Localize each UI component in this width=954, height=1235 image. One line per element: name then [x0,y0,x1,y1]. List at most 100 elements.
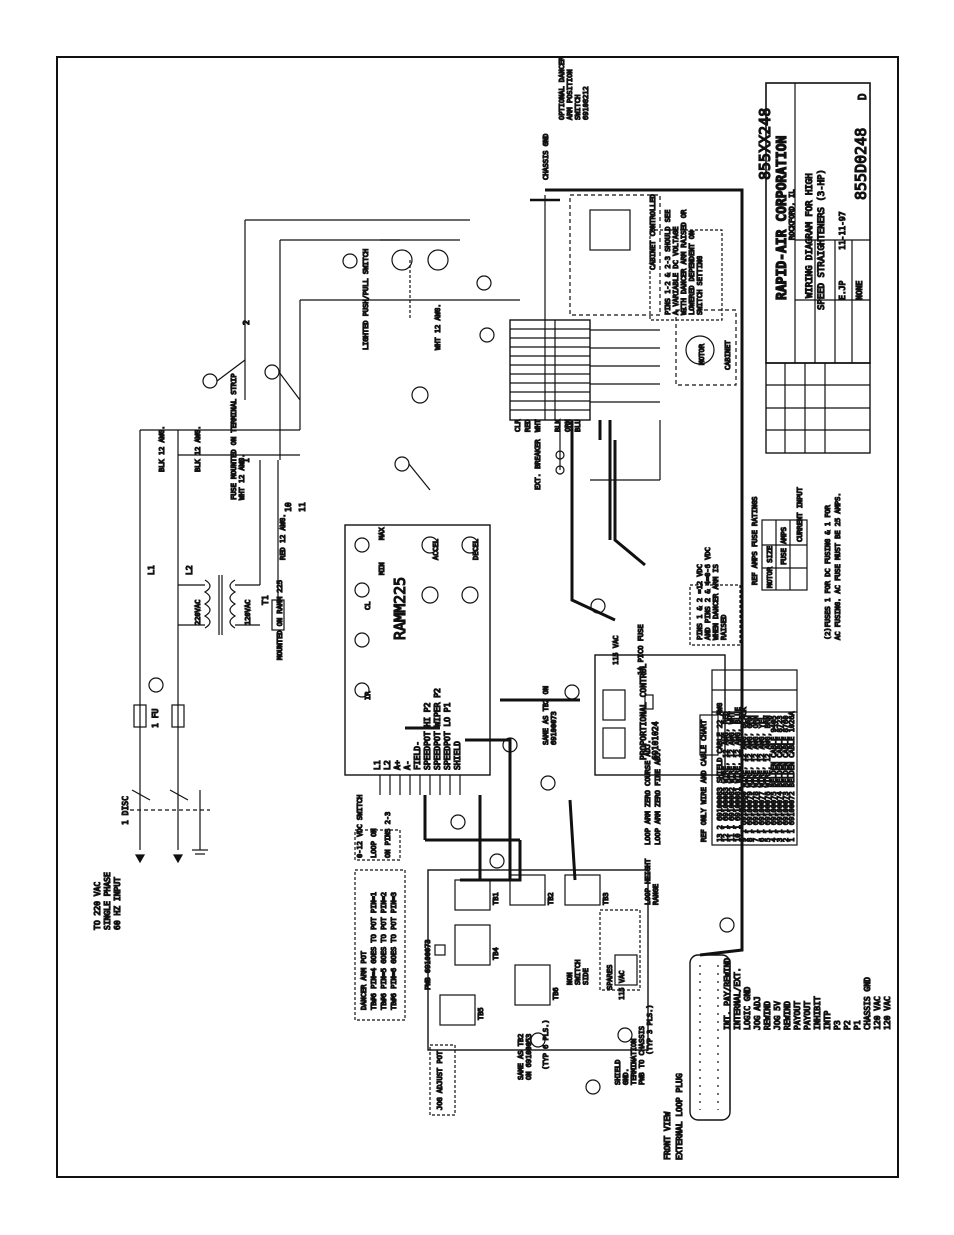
fuse-header-amps: FUSE AMPS [780,527,788,565]
pot-min: MIN [378,562,386,575]
plug-external: EXTERNAL LOOP PLUG [675,1073,684,1160]
tb-label-1: TB1 [492,892,500,905]
dancer-pot-1: DANCER ARM POT [360,950,368,1010]
wire-number-1: 1 [242,458,251,463]
loop-vac: 115 VAC [618,970,626,1000]
spares-label: SPARES [606,965,614,990]
line-l1: L1 [147,565,156,575]
plug-front-view: FRONT VIEW [663,1112,672,1160]
date: 11-11-97 [838,211,847,250]
title-block: RAPID-AIR CORPORATION ROCKFORD, IL WIRIN… [755,82,871,454]
title-line-1: WIRING DIAGRAM FOR HIGH [805,173,815,298]
plug-pin-6: JOG 5V [773,1001,782,1030]
prop-note-3: WHEN DANCER ARM IS [712,564,720,640]
mounted-note: MOUNTED ON RAMM 225 [276,580,284,660]
motor-label: MOTOR [698,343,706,365]
pot-max: MAX [378,527,386,540]
wire-chart-row: 2 1 69100073 BELDEN CABLE 8760 [782,716,790,842]
title-line-2: SPEED STRAIGHTENERS (3-HP) [817,169,827,310]
pot-decel: DECEL [472,539,480,560]
wire-chart-row: 13 2 69100083 SHIELD CABLE 22 AWG [716,703,724,842]
plug-pin-13: P2 [843,1020,852,1030]
plug-pin-4: JOG ADJ [753,996,762,1030]
proportional-part: 69101024 [651,721,660,760]
wire-chart-title: REF ONLY WIRE AND CABLE CHART [700,719,708,842]
loop-height-1: LOOP HEIGHT [644,858,652,905]
drive-pin-a-plus: A+ [393,760,402,770]
dancer-pot-3: TB#6 PIN=5 GOES TO POT PIN=2 [380,892,388,1010]
drive-pin-a-minus: A- [403,760,412,770]
wire-number-11: 11 [298,502,307,512]
switch-label: LIGHTED PUSH/PULL SWITCH [362,249,370,350]
fuse-note-2: AC FUSING. AC FUSE MUST BE 25 AMPS. [834,492,842,640]
dancer-option-1: OPTIONAL DANCER [558,56,566,120]
shield-note-4: PWB TO CHASSIS [638,1026,646,1085]
drive-pin-shield: SHIELD [453,741,462,770]
dancer-option-4: 69108212 [582,86,590,120]
fuse-label: 1 FU [151,709,160,728]
scale: NONE [855,281,864,300]
plug-pin-3: LOGIC GND [743,986,752,1030]
terminal-wire-wht: WHT [534,419,542,432]
wire-chart-row: 5 1 69100076 WIRE, 12 AWG, BRN [764,716,772,842]
plug-pin-12: P3 [833,1020,842,1030]
cables [425,188,744,957]
non-switch-3: SIDE [582,968,590,985]
shield-note-3: TERMINATION [630,1039,638,1085]
wire-chart-row: 11 1 69100082 WIRE, 12 AWG, WHT [728,711,736,842]
prop-note-4: RAISED [720,615,728,640]
plug-pin-7: REWIND [783,1001,792,1030]
cabinet-label: CABINET [724,340,732,370]
terminal-wire-blk: BLK [554,419,562,432]
wire-chart-row: 4 1 69100075 BELDEN CABLE 9405 [770,716,778,842]
drive-pin-l2: L2 [383,760,392,770]
pwb-label: PWB 69100073 [424,939,432,990]
fuse-header-motor: MOTOR SIZE [766,546,774,588]
prop-vac: 115 VAC [612,635,620,665]
dancer-note-5: SWITCH SETTING [696,256,704,315]
plug-pin-16: 120 VAC [873,996,882,1030]
drive-pin-field: FIELD- [413,741,422,770]
transformer-primary: 220VAC [194,600,202,625]
fuse-header-current: CURRENT INPUT [796,486,804,542]
same-as-tb2-1: SAME AS TB2 [517,1034,525,1080]
pot-ir: IR [364,691,372,700]
fuse-table: REF AMPS FUSE RATINGS MOTOR SIZE FUSE AM… [750,486,842,641]
switch-wire: WHT 12 AWG. [434,304,442,350]
breaker-label: EXT. BREAKER [534,439,542,490]
tb-label-3: TB3 [602,892,610,905]
plug-pin-10: INHIBIT [813,996,822,1030]
plug-pin-17: 120 VAC [883,996,892,1030]
dancer-note-1: PINS 1-2 & 2-3 SHOULD SEE [664,210,672,315]
plug-pin-14: P1 [853,1020,862,1030]
terminal-wire-blu: BLU [574,419,582,432]
supply-line-3: 60 HZ INPUT [113,877,122,930]
pot-accel: ACCEL [432,539,440,560]
typ3-note: (TYP 3 PLS.) [646,1004,654,1055]
revision-block [765,362,871,454]
tb-label-2: TB2 [547,892,555,905]
transformer-label: T1 [261,595,270,605]
wire-red: RED 12 AWG. [279,514,287,560]
plug-pin-2: INTERNAL/EXT. [733,967,742,1030]
dancer-note-4: LOWERED DEPENDENT ON [688,231,696,315]
terminal-strip: CLR RED WHT BLK ORN BLU [509,319,661,540]
proportional-label: PROPORTIONAL CONTROL [639,663,648,760]
line-l2: L2 [185,565,194,575]
wire-chart-row: 9 1 69100080 WIRE, 12 AWG, BLACK [740,706,748,842]
balloons [148,253,735,1095]
company-sub: ROCKFORD, IL [788,189,796,240]
plug-pin-1: INT. PAY/REWIND [723,958,732,1030]
shield-note-1: SHIELD [614,1060,622,1085]
disconnect-label: 1 DISC [121,796,130,825]
drive-pin-l1: L1 [373,760,382,770]
plug-pin-5: REWIND [763,1001,772,1030]
cabinet-controlled: CABINET CONTROLLED [649,194,657,270]
power-input: 1 DISC TO 220 VAC SINGLE PHASE 60 HZ INP… [92,219,520,931]
ramm225-drive: RAMM225 MIN MAX ACCEL DECEL CL IR L1 L2 … [344,524,491,840]
prop-same-as-1: SAME AS TB2 ON [542,686,550,745]
prop-same-as-2: 69100073 [550,711,558,745]
wire-chart-row: 10 1 69100081 WIRE, 12 AWG, BLUE [734,707,742,842]
zero-fine: LOOP ARM ZERO FINE ADJ. [654,748,662,845]
